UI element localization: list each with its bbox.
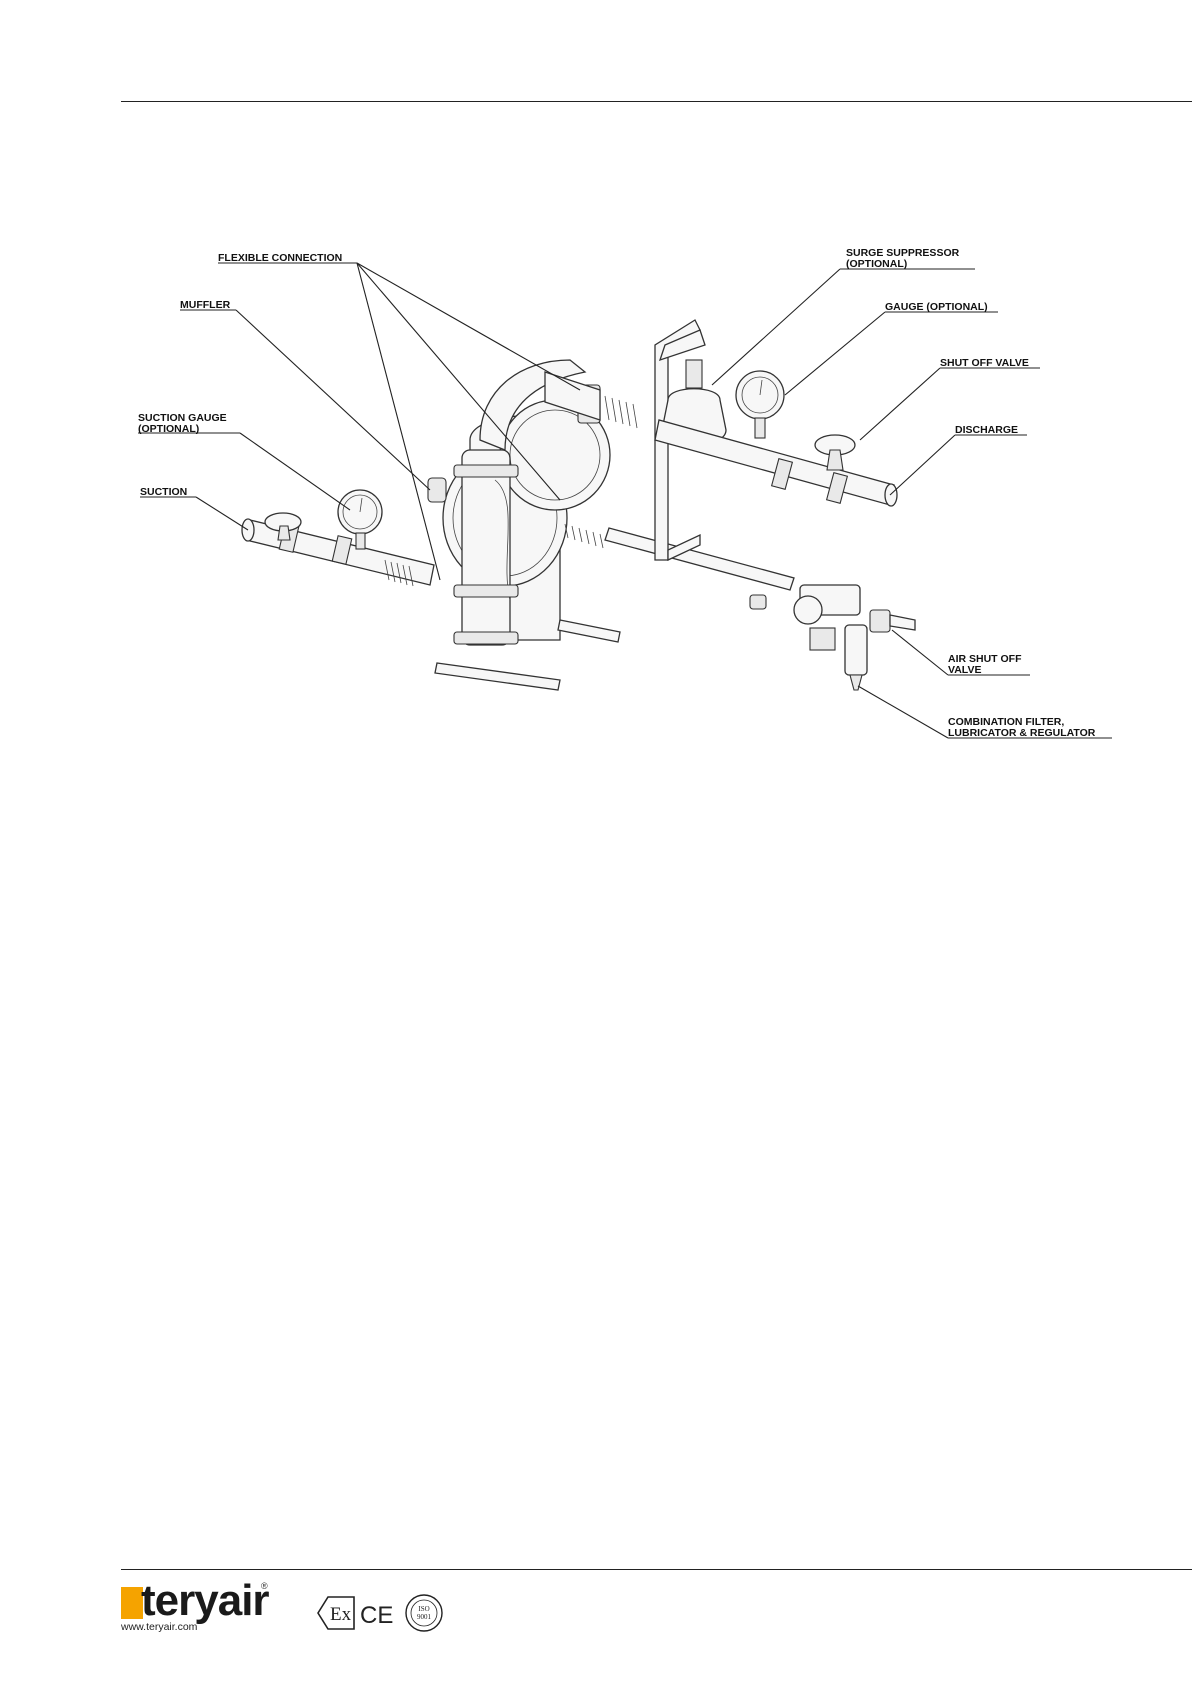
label-discharge: DISCHARGE [955,424,1018,436]
registered-mark: ® [261,1581,268,1591]
iso-9001-seal-icon: ISO 9001 [406,1595,442,1631]
brand-logo: teryair [141,1579,269,1623]
label-flexible-connection: FLEXIBLE CONNECTION [218,252,342,264]
label-suction: SUCTION [140,486,187,498]
footer-rule [121,1569,1192,1570]
pump-installation-diagram: FLEXIBLE CONNECTION MUFFLER SUCTION GAUG… [0,0,1192,800]
svg-text:ISO: ISO [418,1605,429,1613]
label-gauge: GAUGE (OPTIONAL) [885,301,988,313]
ce-mark-icon: CE [360,1602,393,1629]
label-suction-gauge-optional: (OPTIONAL) [138,423,199,435]
label-surge-suppressor-optional: (OPTIONAL) [846,258,907,270]
label-shut-off-valve: SHUT OFF VALVE [940,357,1029,369]
ex-mark-icon: Ex [318,1597,354,1629]
brand-accent-block [121,1587,143,1619]
label-air-shut-off-valve: VALVE [948,664,981,676]
label-lubricator-regulator: LUBRICATOR & REGULATOR [948,727,1096,739]
website-url: www.teryair.com [121,1621,197,1633]
svg-text:Ex: Ex [330,1604,352,1625]
label-muffler: MUFFLER [180,299,231,311]
certification-logos: Ex CE ISO 9001 [316,1593,446,1637]
footer: teryair ® www.teryair.com Ex CE ISO 9001 [121,1581,521,1637]
svg-text:9001: 9001 [417,1613,432,1621]
svg-text:CE: CE [360,1602,393,1629]
